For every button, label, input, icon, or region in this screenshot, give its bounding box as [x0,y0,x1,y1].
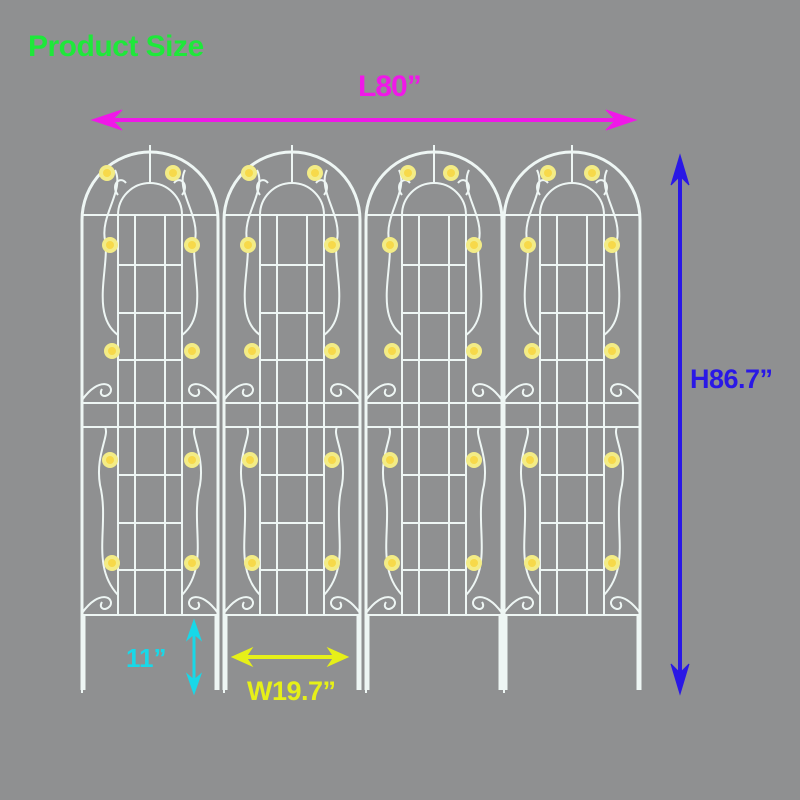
length-arrow [90,109,638,131]
stake-arrow [185,618,203,696]
product-size-title: Product Size [28,30,204,63]
width-arrow [230,646,350,668]
panel-width-label: W19.7” [247,676,336,706]
height-arrow [670,153,690,696]
height-label: H86.7” [690,364,773,394]
length-label: L80” [358,70,422,103]
stake-length-label: 11” [126,643,167,673]
